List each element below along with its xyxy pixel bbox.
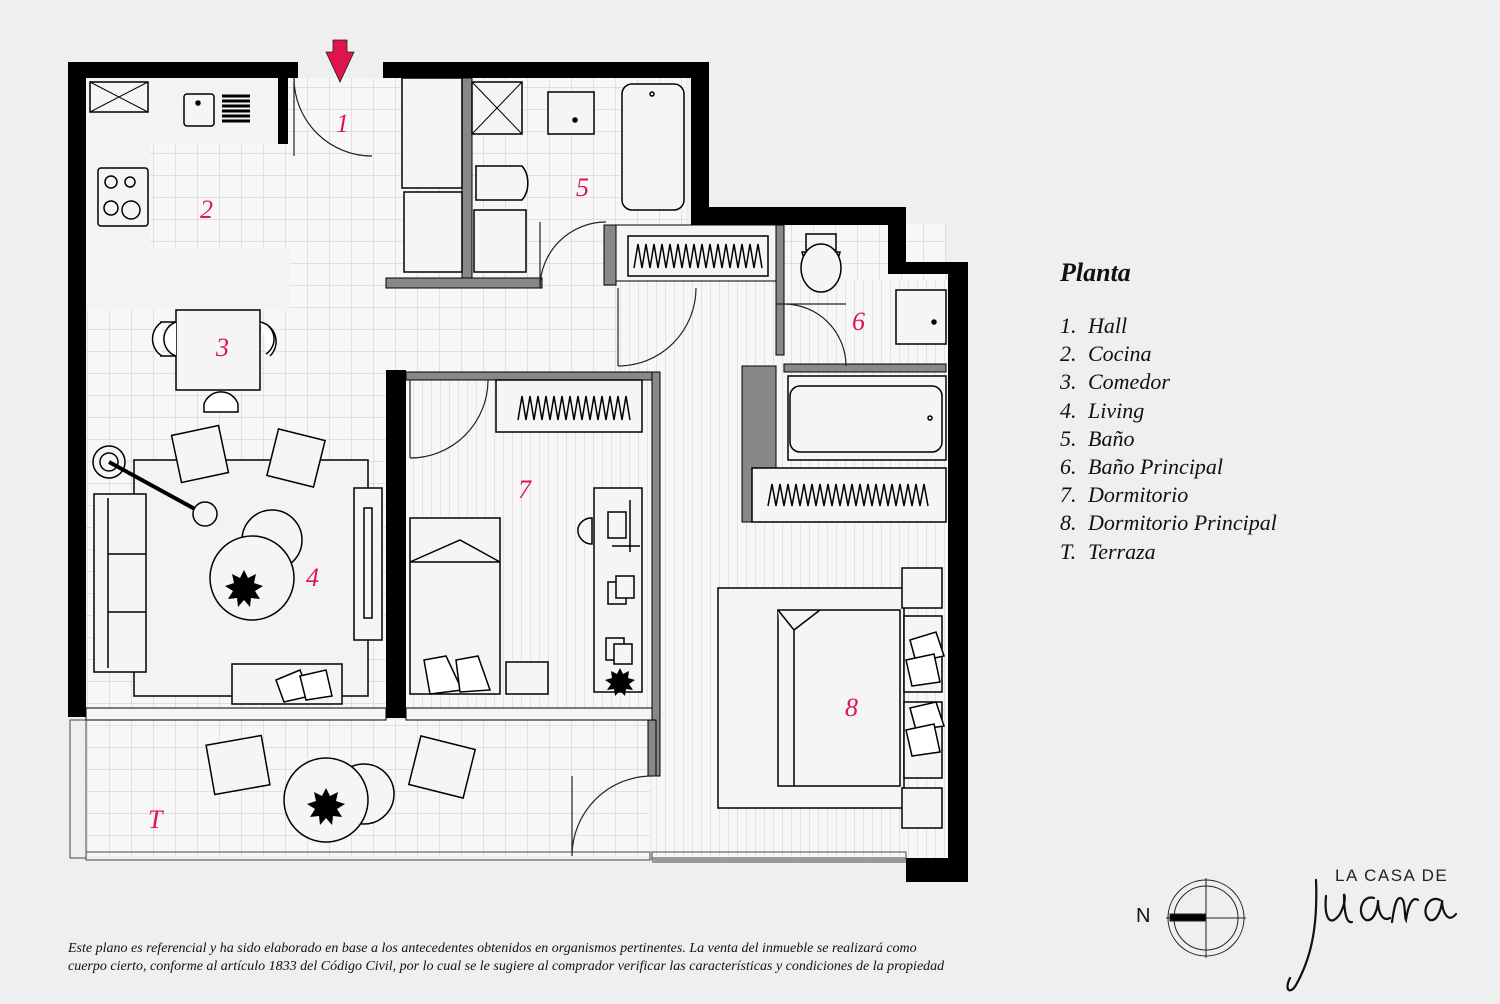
room-marker-4: 4 <box>306 563 319 592</box>
legend-item-dormitorio: 7. Dormitorio <box>1060 481 1277 509</box>
legend-label: Comedor <box>1088 369 1170 395</box>
wardrobes <box>495 235 947 523</box>
legend-num: 3. <box>1060 369 1077 395</box>
bathroom-fixtures <box>401 77 685 273</box>
room-marker-3: 3 <box>215 333 229 362</box>
legend: Planta 1. Hall 2. Cocina 3. Comedor 4. Livin… <box>1060 258 1277 566</box>
legend-label: Baño Principal <box>1088 454 1224 480</box>
legend-num: 1. <box>1060 313 1077 338</box>
legend-label: Dormitorio Principal <box>1088 510 1277 536</box>
legend-num: 6. <box>1060 454 1077 480</box>
legend-num: 2. <box>1060 341 1077 367</box>
brand-logo <box>1286 878 1458 992</box>
room-marker-6: 6 <box>852 307 865 336</box>
master-bed <box>717 567 945 829</box>
room-marker-terraza: T <box>148 805 164 834</box>
legend-item-bano: 5. Baño <box>1060 425 1277 453</box>
dining-table <box>151 309 277 413</box>
compass-label: N <box>1136 905 1151 927</box>
bedroom-furniture <box>409 487 643 695</box>
room-marker-2: 2 <box>200 195 213 224</box>
legend-label: Terraza <box>1088 538 1156 564</box>
legend-label: Baño <box>1088 425 1135 451</box>
legend-num: 5. <box>1060 425 1077 451</box>
legend-num: 8. <box>1060 510 1077 536</box>
legend-label: Living <box>1088 397 1145 423</box>
entry-arrow <box>325 39 355 83</box>
room-marker-8: 8 <box>845 693 858 722</box>
compass-icon <box>1166 878 1246 958</box>
disclaimer: Este plano es referencial y ha sido elab… <box>68 940 1128 976</box>
room-marker-1: 1 <box>336 109 349 138</box>
legend-label: Dormitorio <box>1088 482 1189 508</box>
plant-icons <box>225 570 635 825</box>
legend-num: T. <box>1060 538 1077 564</box>
legend-list: 1. Hall 2. Cocina 3. Comedor 4. Living 5. Bañ… <box>1060 312 1277 566</box>
legend-item-cocina: 2. Cocina <box>1060 340 1277 368</box>
windows <box>69 719 907 863</box>
disclaimer-line-2: cuerpo cierto, conforme al artículo 1833… <box>68 959 945 974</box>
living-furniture <box>92 424 383 705</box>
master-bath-fixtures <box>787 233 947 461</box>
terrace-furniture <box>205 734 477 843</box>
doors <box>293 77 847 857</box>
legend-item-bano-principal: 6. Baño Principal <box>1060 453 1277 481</box>
room-markers: 1 2 3 4 5 6 7 8 T <box>148 109 865 834</box>
kitchen <box>86 78 290 310</box>
legend-item-dormitorio-principal: 8. Dormitorio Principal <box>1060 509 1277 537</box>
legend-label: Cocina <box>1088 341 1152 367</box>
legend-num: 7. <box>1060 482 1077 508</box>
legend-item-hall: 1. Hall <box>1060 312 1277 340</box>
brand-text: LA CASA DE <box>1335 866 1449 885</box>
exterior-walls <box>68 62 968 882</box>
room-marker-7: 7 <box>518 475 532 504</box>
room-marker-5: 5 <box>576 173 589 202</box>
legend-label: Hall <box>1088 313 1128 338</box>
legend-item-terraza: T. Terraza <box>1060 538 1277 566</box>
legend-item-living: 4. Living <box>1060 397 1277 425</box>
disclaimer-line-1: Este plano es referencial y ha sido elab… <box>68 941 917 956</box>
legend-title: Planta <box>1060 258 1131 287</box>
legend-num: 4. <box>1060 397 1077 423</box>
brand: LA CASA DE <box>1290 860 1480 995</box>
legend-item-comedor: 3. Comedor <box>1060 368 1277 396</box>
